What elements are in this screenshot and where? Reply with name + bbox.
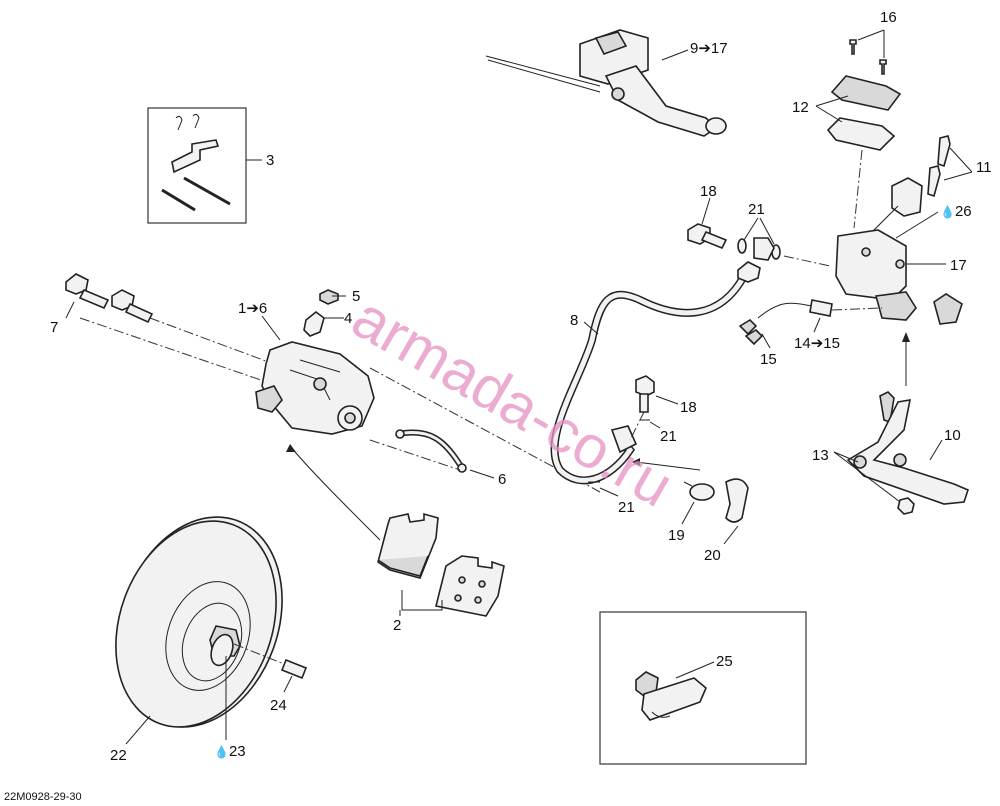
callout-22: 22 <box>110 747 127 764</box>
brake-light-switch <box>738 299 833 346</box>
hose-clamp <box>683 481 715 501</box>
banjo-bolt-upper <box>687 223 728 250</box>
svg-text:1➔6: 1➔6 <box>238 300 267 317</box>
svg-text:💧26: 💧26 <box>940 203 972 220</box>
callout-6: 6 <box>498 471 506 488</box>
brake-pad-left <box>377 512 439 579</box>
pins-kit-parts <box>161 113 231 212</box>
oil-drop-icon: 💧 <box>214 745 229 759</box>
master-cylinder-clamp <box>891 135 951 217</box>
callout-20: 20 <box>704 547 721 564</box>
caliper-bolt-upper <box>65 273 110 310</box>
callout-7: 7 <box>50 319 58 336</box>
callout-8: 8 <box>570 312 578 329</box>
callout-12: 12 <box>792 99 809 116</box>
arrow-right-icon: ➔ <box>246 300 259 317</box>
reservoir-cover <box>826 75 902 151</box>
svg-text:9➔17: 9➔17 <box>690 40 728 57</box>
callout-21-middle: 21 <box>660 428 677 445</box>
callout-16: 16 <box>880 9 897 26</box>
svg-text:💧23: 💧23 <box>214 743 246 760</box>
callout-2: 2 <box>393 617 401 634</box>
svg-text:14➔15: 14➔15 <box>794 335 840 352</box>
brake-lever <box>846 391 969 515</box>
callout-9: 9 <box>690 40 698 57</box>
brake-caliper <box>255 341 375 435</box>
hand-lever-assembly-top <box>485 29 727 137</box>
callout-13: 13 <box>812 447 829 464</box>
disc-pin <box>280 658 308 680</box>
callout-4: 4 <box>344 310 352 327</box>
callout-23-number: 23 <box>229 743 246 760</box>
callout-5: 5 <box>352 288 360 305</box>
callout-25: 25 <box>716 653 733 670</box>
bleeder-screw <box>303 310 325 337</box>
caliper-bolt-lower <box>111 289 154 324</box>
callout-14: 14 <box>794 335 811 352</box>
callout-9-to-17: 9➔17 <box>690 40 728 57</box>
callout-14-target: 15 <box>823 335 840 352</box>
callout-21-lower: 21 <box>618 499 635 516</box>
callout-3: 3 <box>266 152 274 169</box>
arrow-right-icon: ➔ <box>811 335 824 352</box>
callout-9-target: 17 <box>711 40 728 57</box>
callout-21-upper: 21 <box>748 201 765 218</box>
callout-24: 24 <box>270 697 287 714</box>
pins-kit-inset-box <box>147 107 247 224</box>
master-cylinder <box>835 229 917 321</box>
callout-17: 17 <box>950 257 967 274</box>
callout-14-to-15: 14➔15 <box>794 335 840 352</box>
callout-26-number: 26 <box>955 203 972 220</box>
caliper-hose <box>395 429 467 473</box>
callout-23: 💧23 <box>214 743 246 760</box>
arrow-right-icon: ➔ <box>698 40 711 57</box>
washer-upper-a <box>737 238 747 254</box>
bleeder-cap <box>319 289 339 305</box>
callout-15: 15 <box>760 351 777 368</box>
hose-clip-inset-box <box>599 611 807 765</box>
brake-line <box>550 261 761 485</box>
banjo-bolt-lower <box>635 375 655 413</box>
brake-disc <box>115 516 283 728</box>
banjo-fitting <box>753 237 775 261</box>
callout-1: 1 <box>238 300 246 317</box>
master-cylinder-boot <box>933 293 963 325</box>
reference-code: 22M0928-29-30 <box>4 791 82 803</box>
callout-26: 💧26 <box>940 203 972 220</box>
callout-11: 11 <box>976 159 992 176</box>
hose-clip <box>635 671 707 721</box>
callout-19: 19 <box>668 527 685 544</box>
brake-pad-right <box>435 555 505 617</box>
cover-screws <box>849 39 887 75</box>
callout-1-target: 6 <box>259 300 267 317</box>
watermark: armada-co.ru <box>342 283 685 519</box>
callout-18-lower: 18 <box>680 399 697 416</box>
callout-10: 10 <box>944 427 961 444</box>
callout-1-to-6: 1➔6 <box>238 300 267 317</box>
oil-drop-icon: 💧 <box>940 205 955 219</box>
callout-18-upper: 18 <box>700 183 717 200</box>
rubber-boot <box>725 478 749 523</box>
